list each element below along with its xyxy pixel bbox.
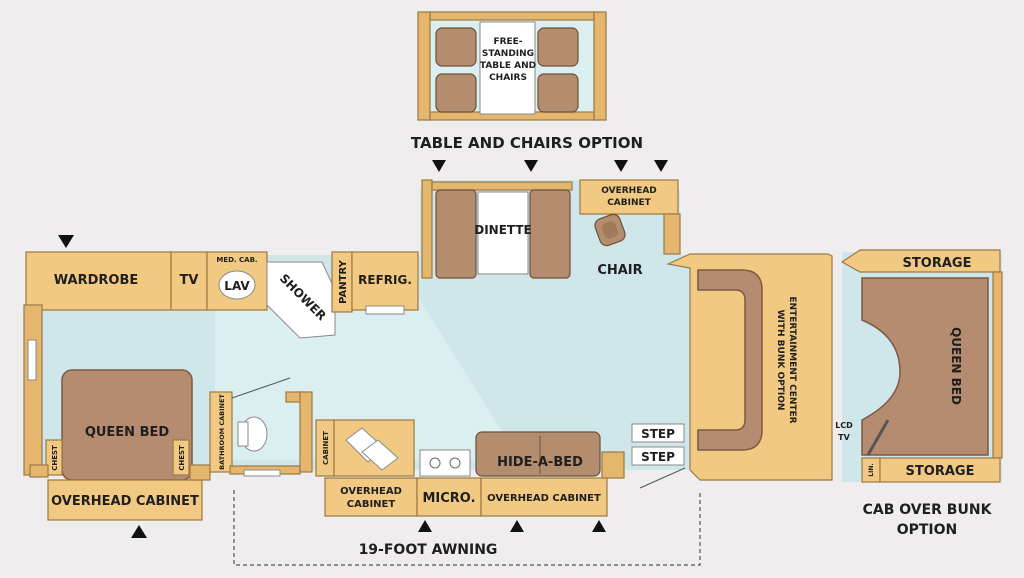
- lcd-label-1: LCD: [835, 421, 853, 430]
- overhead-cabinet-rear-label: OVERHEAD CABINET: [51, 494, 199, 509]
- overhead-cabinet-top-label-1: OVERHEAD: [601, 186, 657, 196]
- overhead-cabinet-left-label-2: CABINET: [347, 499, 396, 510]
- queen-bed-rear-label: QUEEN BED: [85, 425, 170, 440]
- chest-left-label: CHEST: [51, 445, 59, 471]
- marker-icon: [524, 160, 538, 172]
- bathroom-cabinet-label: BATHROOM CABINET: [218, 394, 226, 470]
- wardrobe-label: WARDROBE: [54, 273, 138, 288]
- free-standing-table: [479, 21, 536, 115]
- table-label-2: STANDING: [482, 49, 534, 59]
- entertainment-label-1: ENTERTAINMENT CENTER: [787, 296, 797, 423]
- chair-top-right: [537, 27, 579, 67]
- microwave: [416, 477, 482, 517]
- step-lower: [631, 446, 685, 466]
- chest-right-label: CHEST: [178, 445, 186, 471]
- cab-bunk-label-1: CAB OVER BUNK: [863, 502, 993, 518]
- bathroom-cabinet: [209, 391, 233, 473]
- overhead-cabinet-top-label-2: CABINET: [607, 198, 651, 208]
- linen-label: LIN.: [868, 463, 875, 476]
- storage-bottom-label: STORAGE: [906, 464, 975, 479]
- marker-icon: [432, 160, 446, 172]
- marker-icon: [131, 525, 147, 538]
- marker-icon: [654, 160, 668, 172]
- slide-markers-top: [58, 160, 668, 248]
- dinette-seat-left: [435, 189, 477, 279]
- marker-icon: [510, 520, 524, 532]
- table-option-title: TABLE AND CHAIRS OPTION: [411, 134, 643, 152]
- hide-a-bed: [475, 431, 601, 477]
- step-upper-label: STEP: [641, 427, 675, 441]
- overhead-cabinet-right-label: OVERHEAD CABINET: [487, 493, 601, 504]
- overhead-cabinet-left: [324, 477, 418, 517]
- refrigerator: [351, 251, 419, 311]
- overhead-cabinet-rear: [47, 479, 203, 521]
- queen-bed-cab: [861, 277, 989, 456]
- dinette-table: [477, 191, 529, 275]
- lav-sink: [218, 270, 256, 300]
- overhead-cabinet-right: [480, 477, 608, 517]
- table-label-3: TABLE AND: [480, 61, 536, 71]
- cab-over-bunk-option: STORAGE QUEEN BED LCD TV LIN. STORAGE CA…: [835, 249, 1003, 538]
- cabinet-small-label: CABINET: [322, 431, 330, 465]
- chest-left: [45, 439, 63, 476]
- marker-icon: [418, 520, 432, 532]
- dinette-seat-right: [529, 189, 571, 279]
- queen-bed-cab-label: QUEEN BED: [949, 327, 963, 405]
- marker-icon: [614, 160, 628, 172]
- shower: [266, 261, 336, 339]
- entertainment-center: ENTERTAINMENT CENTER WITH BUNK OPTION: [666, 253, 833, 481]
- dinette-label: DINETTE: [474, 223, 532, 237]
- pantry-label: PANTRY: [338, 259, 349, 303]
- storage-top-label: STORAGE: [903, 256, 972, 271]
- chair-label: CHAIR: [597, 263, 642, 278]
- stove: [419, 449, 471, 477]
- bunk-shape: [697, 269, 763, 451]
- entertainment-label-2: WITH BUNK OPTION: [775, 310, 785, 411]
- step-lower-label: STEP: [641, 450, 675, 464]
- cab-bunk-label-2: OPTION: [897, 522, 958, 538]
- tv-label: TV: [180, 273, 199, 288]
- med-cab-label: MED. CAB.: [216, 256, 257, 264]
- wardrobe: [25, 251, 172, 311]
- chair-bottom-right: [537, 73, 579, 113]
- overhead-cabinet-left-label-1: OVERHEAD: [340, 486, 402, 497]
- lav-label: LAV: [224, 279, 250, 293]
- marker-icon: [592, 520, 606, 532]
- chair-top-left: [435, 27, 477, 67]
- chair-icon: [594, 213, 626, 247]
- step-upper: [631, 423, 685, 443]
- awning-label: 19-FOOT AWNING: [359, 542, 498, 558]
- hide-a-bed-label: HIDE-A-BED: [497, 455, 583, 470]
- chair-bottom-left: [435, 73, 477, 113]
- overhead-cabinet-top: [579, 179, 679, 215]
- table-chairs-option: FREE- STANDING TABLE AND CHAIRS: [417, 11, 607, 121]
- table-label-4: CHAIRS: [489, 73, 527, 83]
- tv-cabinet: [170, 251, 208, 311]
- lcd-label-2: TV: [838, 433, 850, 442]
- table-label-1: FREE-: [493, 37, 522, 47]
- marker-icon: [58, 235, 74, 248]
- main-coach: DINETTE OVERHEAD CABINET CHAIR WARDROBE …: [23, 179, 701, 566]
- awning-outline: [233, 490, 701, 566]
- refrig-label: REFRIG.: [358, 273, 412, 287]
- micro-label: MICRO.: [422, 491, 475, 506]
- chest-right: [172, 439, 190, 476]
